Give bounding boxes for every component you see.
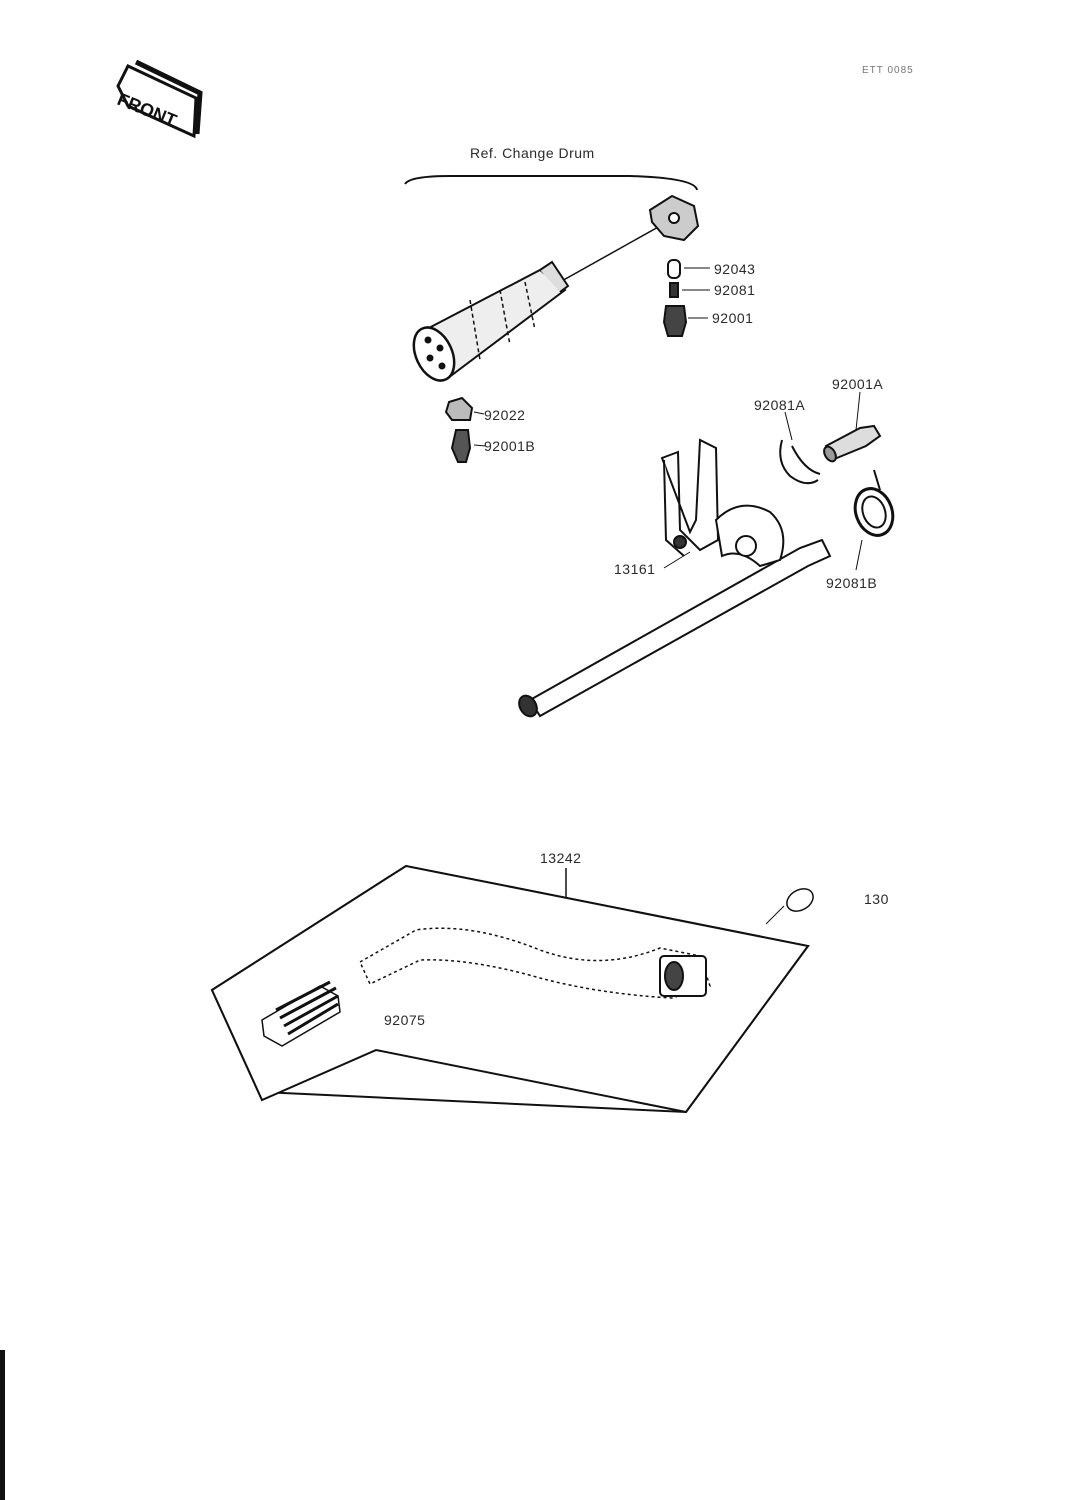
- part-label-92043: 92043: [714, 261, 756, 277]
- detent-parts: [662, 259, 710, 337]
- pedal-bolt-130: [786, 888, 814, 912]
- header-title: Ref. Change Drum: [470, 145, 595, 161]
- springs-and-pin: [779, 424, 895, 537]
- part-label-92001A: 92001A: [832, 376, 884, 392]
- part-label-92022: 92022: [484, 407, 526, 423]
- shift-shaft-assembly: [518, 438, 832, 718]
- scan-edge-mark: [0, 1350, 5, 1500]
- part-label-13242: 13242: [540, 850, 582, 866]
- shift-pedal: [359, 927, 711, 999]
- pedal-kit-outline: [210, 864, 810, 1114]
- part-label-92001: 92001: [712, 310, 754, 326]
- leader-130: [765, 905, 785, 925]
- part-label-92081: 92081: [714, 282, 756, 298]
- part-label-13161: 13161: [614, 561, 656, 577]
- part-label-92001B: 92001B: [484, 438, 536, 454]
- drum-stopper-parts: [444, 396, 487, 463]
- change-drum-assembly: [412, 194, 700, 382]
- pedal-rubber: [261, 980, 341, 1047]
- part-label-92081B: 92081B: [826, 575, 878, 591]
- pedal-pivot: [659, 955, 707, 997]
- part-label-92081A: 92081A: [754, 397, 806, 413]
- header-bracket: [404, 175, 698, 191]
- page-code: ETT 0085: [862, 65, 914, 76]
- leader-lines: [663, 391, 863, 571]
- part-label-130: 130: [864, 891, 889, 907]
- front-arrow-icon: [116, 59, 203, 139]
- part-label-92075: 92075: [384, 1012, 426, 1028]
